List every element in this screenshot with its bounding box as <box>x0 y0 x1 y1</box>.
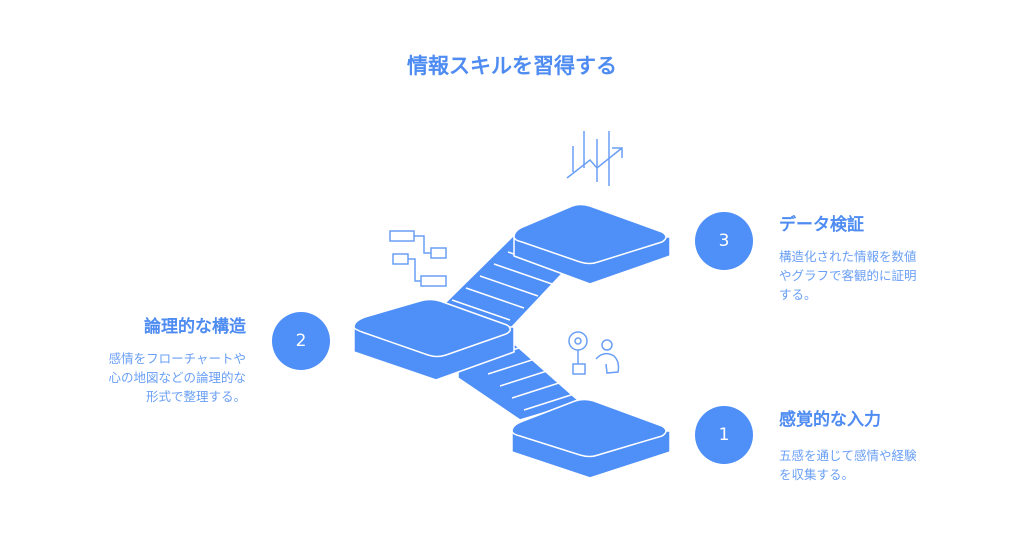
desc-line: する。 <box>779 287 817 302</box>
step-1-number-badge: 1 <box>695 406 753 464</box>
desc-line: 五感を通じて感情や経験 <box>779 448 917 463</box>
desc-line: 感情をフローチャートや <box>108 351 246 366</box>
step-2-description: 感情をフローチャートや 心の地図などの論理的な 形式で整理する。 <box>108 349 246 406</box>
chart-trend-icon <box>566 131 623 186</box>
desc-line: を収集する。 <box>779 467 855 482</box>
step-2-heading: 論理的な構造 <box>144 317 246 337</box>
step-2-number-badge: 2 <box>272 312 330 370</box>
step-3-heading: データ検証 <box>779 215 864 235</box>
desc-line: やグラフで客観的に証明 <box>779 268 917 283</box>
flowchart-icon <box>389 230 447 287</box>
platform-1 <box>511 398 671 479</box>
page-title: 情報スキルを習得する <box>407 54 617 78</box>
desc-line: 形式で整理する。 <box>145 389 246 404</box>
step-3-number-badge: 3 <box>695 212 753 270</box>
platform-2 <box>353 298 515 381</box>
step-3-description: 構造化された情報を数値 やグラフで客観的に証明 する。 <box>779 247 917 304</box>
desc-line: 心の地図などの論理的な <box>108 370 246 385</box>
step-1-heading: 感覚的な入力 <box>779 410 881 430</box>
flower-person-icon <box>568 331 620 375</box>
desc-line: 構造化された情報を数値 <box>779 249 917 264</box>
platform-3 <box>513 203 671 285</box>
step-1-description: 五感を通じて感情や経験 を収集する。 <box>779 446 917 484</box>
